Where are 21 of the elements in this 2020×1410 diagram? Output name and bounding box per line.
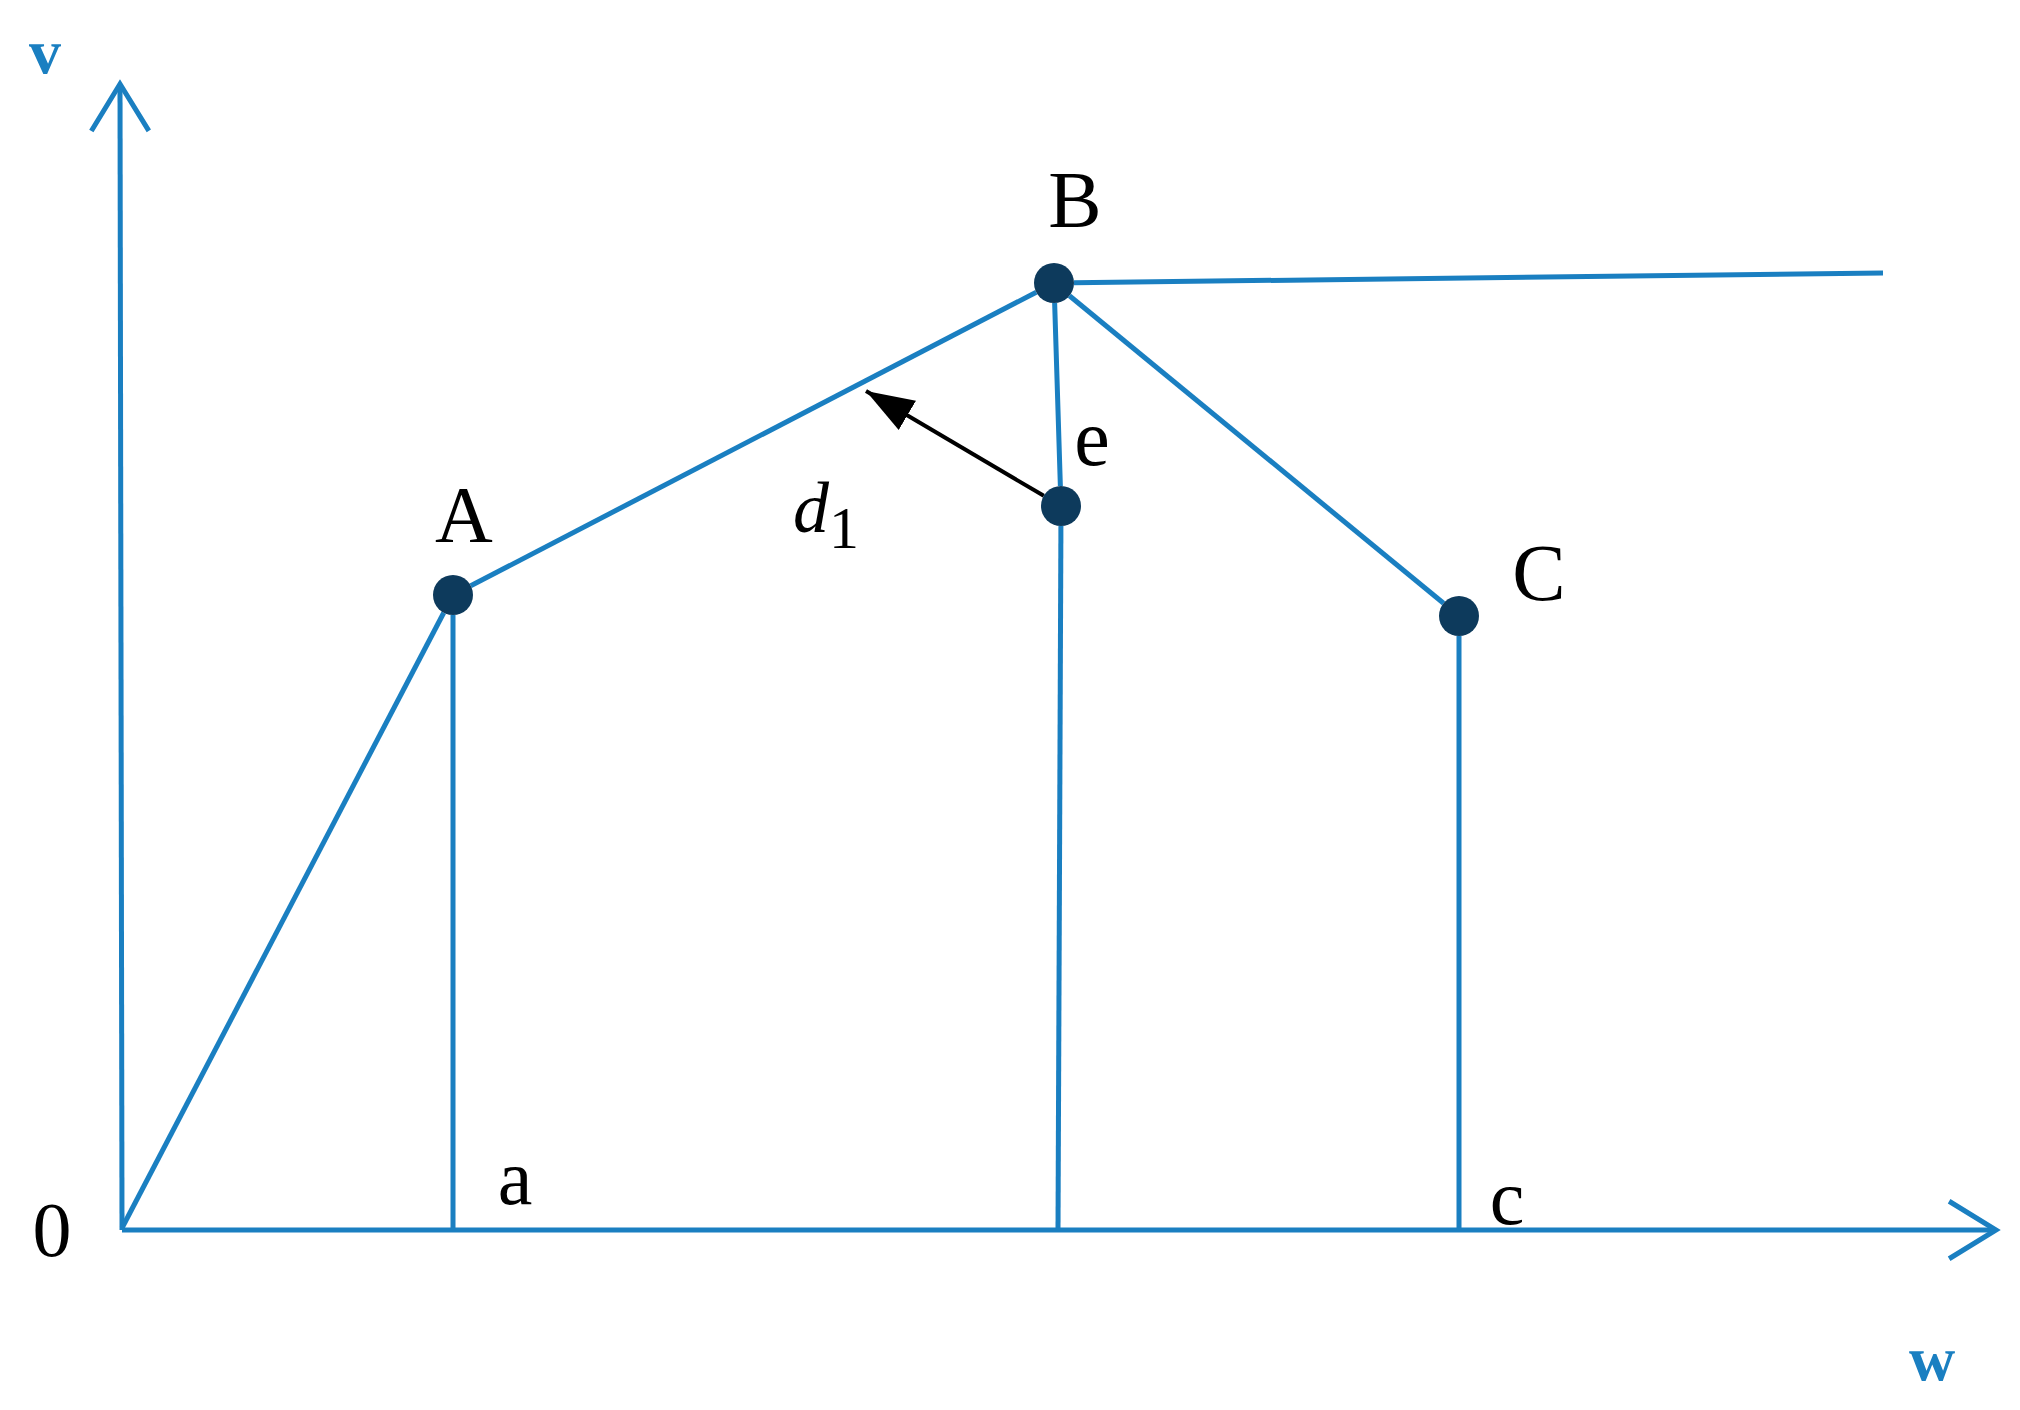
point-label: c — [1489, 1159, 1525, 1237]
line-segment — [450, 615, 456, 1230]
point-label: B — [1048, 160, 1102, 240]
point-label: e — [1074, 398, 1110, 478]
line-segment — [1073, 270, 1884, 286]
line-segment — [1055, 526, 1064, 1230]
axis-label: w — [1908, 1327, 1956, 1391]
point-label: C — [1512, 533, 1566, 613]
point-label: 0 — [32, 1191, 72, 1269]
point-marker — [1439, 596, 1479, 636]
point-marker — [1034, 263, 1074, 303]
point-label: A — [435, 475, 493, 555]
arrow — [865, 389, 1045, 498]
axis-label: v — [29, 20, 61, 84]
point-marker — [1041, 486, 1081, 526]
line-segment — [1456, 636, 1462, 1230]
line-segment — [1067, 293, 1446, 606]
point-label: a — [497, 1139, 533, 1217]
line-segment — [1052, 302, 1063, 487]
point-marker — [433, 575, 473, 615]
line-segment — [469, 290, 1038, 588]
